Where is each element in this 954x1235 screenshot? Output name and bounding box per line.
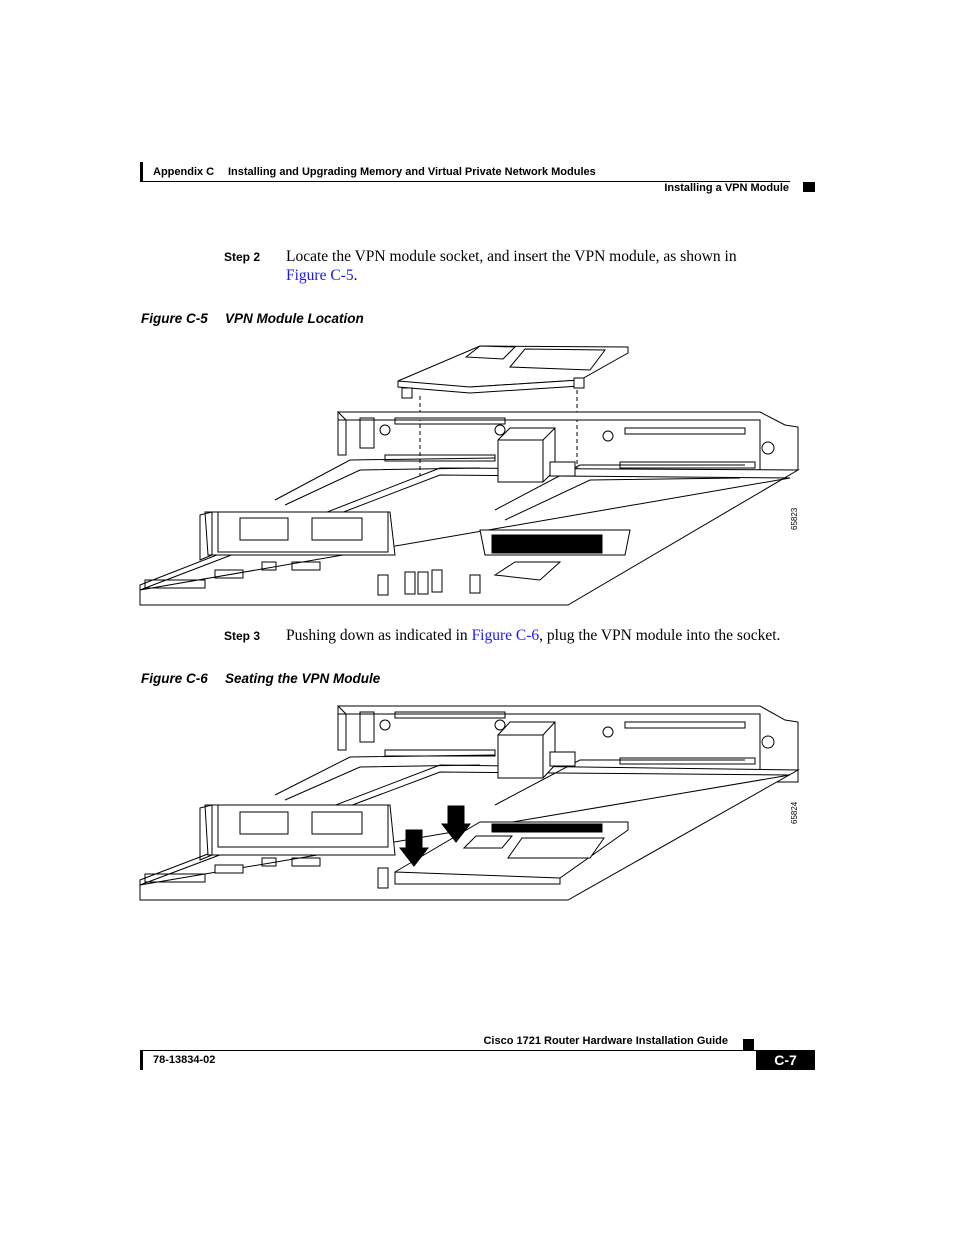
header-appendix: Appendix C bbox=[153, 166, 215, 178]
figure-c5-number: Figure C-5 bbox=[141, 311, 208, 326]
footer-doc-number: 78-13834-02 bbox=[153, 1054, 216, 1066]
figure-c5-id: 65823 bbox=[790, 507, 799, 530]
router-chassis-seated bbox=[140, 706, 798, 900]
figure-c6-title: Seating the VPN Module bbox=[225, 671, 381, 686]
figure-c6-link[interactable]: Figure C-6 bbox=[471, 627, 540, 644]
header-chapter-title: Installing and Upgrading Memory and Virt… bbox=[228, 166, 596, 178]
figure-c6-number: Figure C-6 bbox=[141, 671, 208, 686]
header-section-title: Installing a VPN Module bbox=[664, 182, 789, 194]
header-marker bbox=[803, 182, 815, 192]
header-bar bbox=[140, 162, 143, 182]
vpn-module bbox=[398, 346, 628, 398]
step-2-label: Step 2 bbox=[224, 250, 261, 264]
step-2-text-end: . bbox=[353, 267, 358, 284]
push-arrow-right bbox=[442, 806, 470, 842]
figure-c6-id: 65824 bbox=[790, 801, 799, 824]
footer-marker bbox=[743, 1039, 754, 1050]
step-2-text-body: Locate the VPN module socket, and insert… bbox=[286, 248, 737, 265]
step-2-text: Locate the VPN module socket, and insert… bbox=[286, 247, 806, 285]
step-3-text: Pushing down as indicated in Figure C-6,… bbox=[286, 626, 816, 645]
header-rule bbox=[140, 181, 790, 182]
figure-c5-title: VPN Module Location bbox=[225, 311, 364, 326]
footer-page-number: C-7 bbox=[756, 1050, 815, 1070]
footer-bar bbox=[140, 1050, 143, 1070]
figure-c5-link[interactable]: Figure C-5 bbox=[286, 267, 354, 284]
step-3-label: Step 3 bbox=[224, 629, 261, 643]
footer-rule bbox=[140, 1050, 756, 1051]
step-3-text-body: Pushing down as indicated in bbox=[286, 627, 472, 644]
footer-guide-title: Cisco 1721 Router Hardware Installation … bbox=[483, 1035, 728, 1047]
push-arrow-left bbox=[400, 830, 428, 866]
router-chassis bbox=[140, 412, 798, 605]
step-3-text-end: , plug the VPN module into the socket. bbox=[539, 627, 781, 644]
